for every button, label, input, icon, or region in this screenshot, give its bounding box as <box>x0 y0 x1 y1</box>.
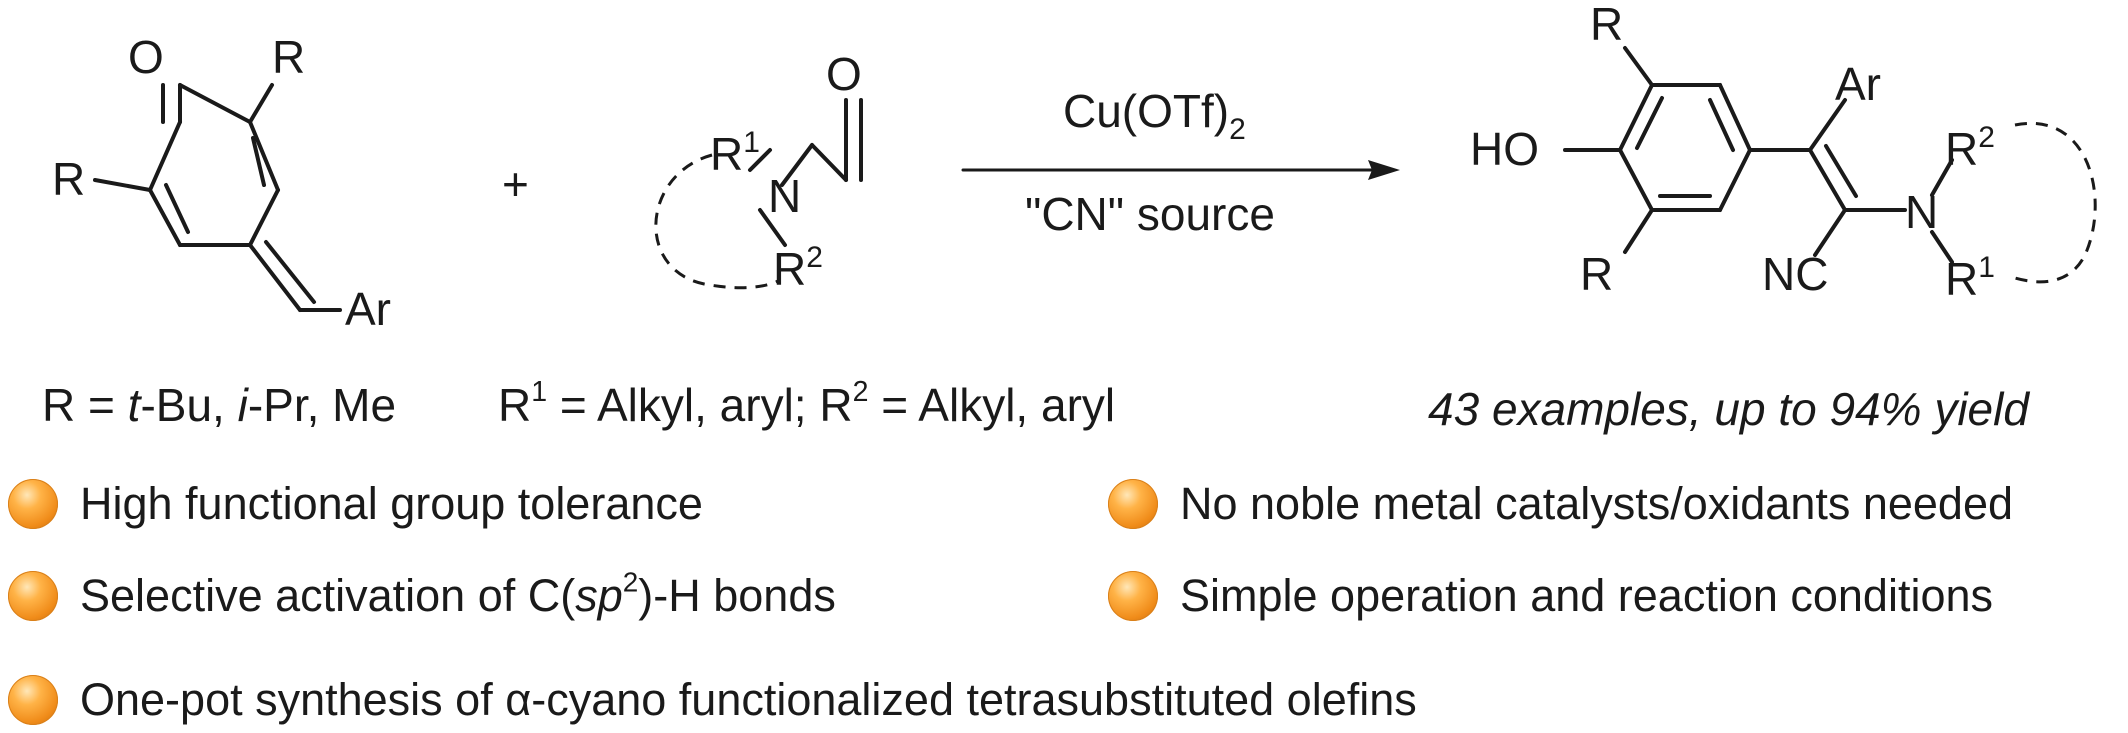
r-substituent-label: R <box>52 153 85 205</box>
bond <box>1623 208 1654 254</box>
feature-text: No noble metal catalysts/oxidants needed <box>1180 478 2014 529</box>
amine-nitrogen-label: N <box>1905 186 1938 238</box>
feature-item: High functional group tolerance <box>8 474 703 534</box>
bond <box>264 240 316 304</box>
product-olefin: R R HO Ar NC N R2 R1 <box>1470 0 2097 305</box>
orange-bullet-icon <box>8 479 58 529</box>
cn-source-label: "CN" source <box>1025 188 1275 240</box>
feature-item: No noble metal catalysts/oxidants needed <box>1108 474 2013 534</box>
reactant-formamide: O N R1 R2 <box>654 48 863 295</box>
r1-r2-definition: R1 = Alkyl, aryl; R2 = Alkyl, aryl <box>498 378 1115 432</box>
bond <box>810 143 848 182</box>
r1-prefix: R <box>498 379 532 431</box>
bond <box>1618 148 1654 212</box>
feature-item: Selective activation of C(sp2)-H bonds <box>8 566 836 626</box>
bond <box>148 120 182 192</box>
aryl-label: Ar <box>1835 58 1881 110</box>
scope-summary: 43 examples, up to 94% yield <box>1428 383 2029 435</box>
bond <box>1635 96 1664 150</box>
bond <box>1708 98 1735 152</box>
i-italic: i <box>237 379 248 431</box>
reaction-arrow: Cu(OTf)2 "CN" source <box>961 85 1400 240</box>
r1-label: R1 <box>1945 251 1995 305</box>
ring-closure-dashed <box>2014 121 2097 284</box>
carbonyl-oxygen-label: O <box>128 31 164 83</box>
bond <box>148 188 182 247</box>
r1-sup: 1 <box>531 376 548 409</box>
r2-label: R2 <box>773 241 823 295</box>
bond <box>1813 208 1847 257</box>
r-substituent-label: R <box>272 31 305 83</box>
f3-post: )-H bonds <box>638 570 836 621</box>
r1-def: = Alkyl, aryl; R <box>547 379 853 431</box>
orange-bullet-icon <box>1108 571 1158 621</box>
feature-text: Selective activation of C(sp2)-H bonds <box>80 568 836 622</box>
bond <box>164 183 190 234</box>
r-substituent-label: R <box>1580 248 1613 300</box>
bond <box>93 178 152 192</box>
feature-text: High functional group tolerance <box>80 478 703 529</box>
orange-bullet-icon <box>8 675 58 725</box>
orange-bullet-icon <box>8 571 58 621</box>
bond <box>1623 46 1654 87</box>
bond <box>1930 230 1954 264</box>
reactant-quinone-methide: O R R Ar <box>52 31 391 335</box>
amine-nitrogen-label: N <box>768 170 801 222</box>
reaction-scheme: O R R Ar + O N R1 R2 Cu(OTf)2 "CN" sourc… <box>52 0 2097 335</box>
arrow-head <box>1368 160 1400 180</box>
bond <box>1930 158 1954 197</box>
r-def-prefix: R = <box>42 379 128 431</box>
bond <box>1718 83 1752 152</box>
r-substituent-label: R <box>1590 0 1623 50</box>
ipr-rest: -Pr, Me <box>247 379 397 431</box>
bond <box>758 208 787 247</box>
f3-ital: sp <box>575 570 623 621</box>
r-definition: R = t-Bu, i-Pr, Me <box>42 378 396 432</box>
bond <box>178 83 252 124</box>
catalyst-label: Cu(OTf)2 <box>1063 85 1246 146</box>
r2-label: R2 <box>1945 121 1995 175</box>
bond <box>1808 148 1847 212</box>
r2-sup: 2 <box>852 376 869 409</box>
nitrile-label: NC <box>1762 248 1828 300</box>
feature-item: Simple operation and reaction conditions <box>1108 566 1993 626</box>
plus-sign: + <box>502 158 529 210</box>
bond <box>248 188 280 247</box>
f3-pre: Selective activation of C( <box>80 570 576 621</box>
amide-oxygen-label: O <box>826 48 862 100</box>
bond <box>251 136 266 187</box>
feature-item: One-pot synthesis of α-cyano functionali… <box>8 670 1417 730</box>
r1-label: R1 <box>710 126 760 180</box>
bond <box>1618 83 1654 152</box>
bond <box>1824 144 1858 198</box>
f3-sup: 2 <box>622 566 639 598</box>
orange-bullet-icon <box>1108 479 1158 529</box>
aryl-label: Ar <box>345 283 391 335</box>
bond <box>1808 98 1847 152</box>
r2-def: = Alkyl, aryl <box>868 379 1116 431</box>
bond <box>248 243 302 312</box>
hydroxyl-label: HO <box>1470 123 1539 175</box>
bond <box>248 120 280 192</box>
bond <box>248 83 274 124</box>
bond <box>1718 148 1752 212</box>
t-italic: t <box>127 379 141 431</box>
feature-text: Simple operation and reaction conditions <box>1180 570 1994 621</box>
bond <box>780 143 814 187</box>
ring-closure-dashed <box>654 153 781 290</box>
tbu-rest: -Bu, <box>140 379 238 431</box>
feature-text: One-pot synthesis of α-cyano functionali… <box>80 674 1417 725</box>
bond <box>748 148 772 172</box>
